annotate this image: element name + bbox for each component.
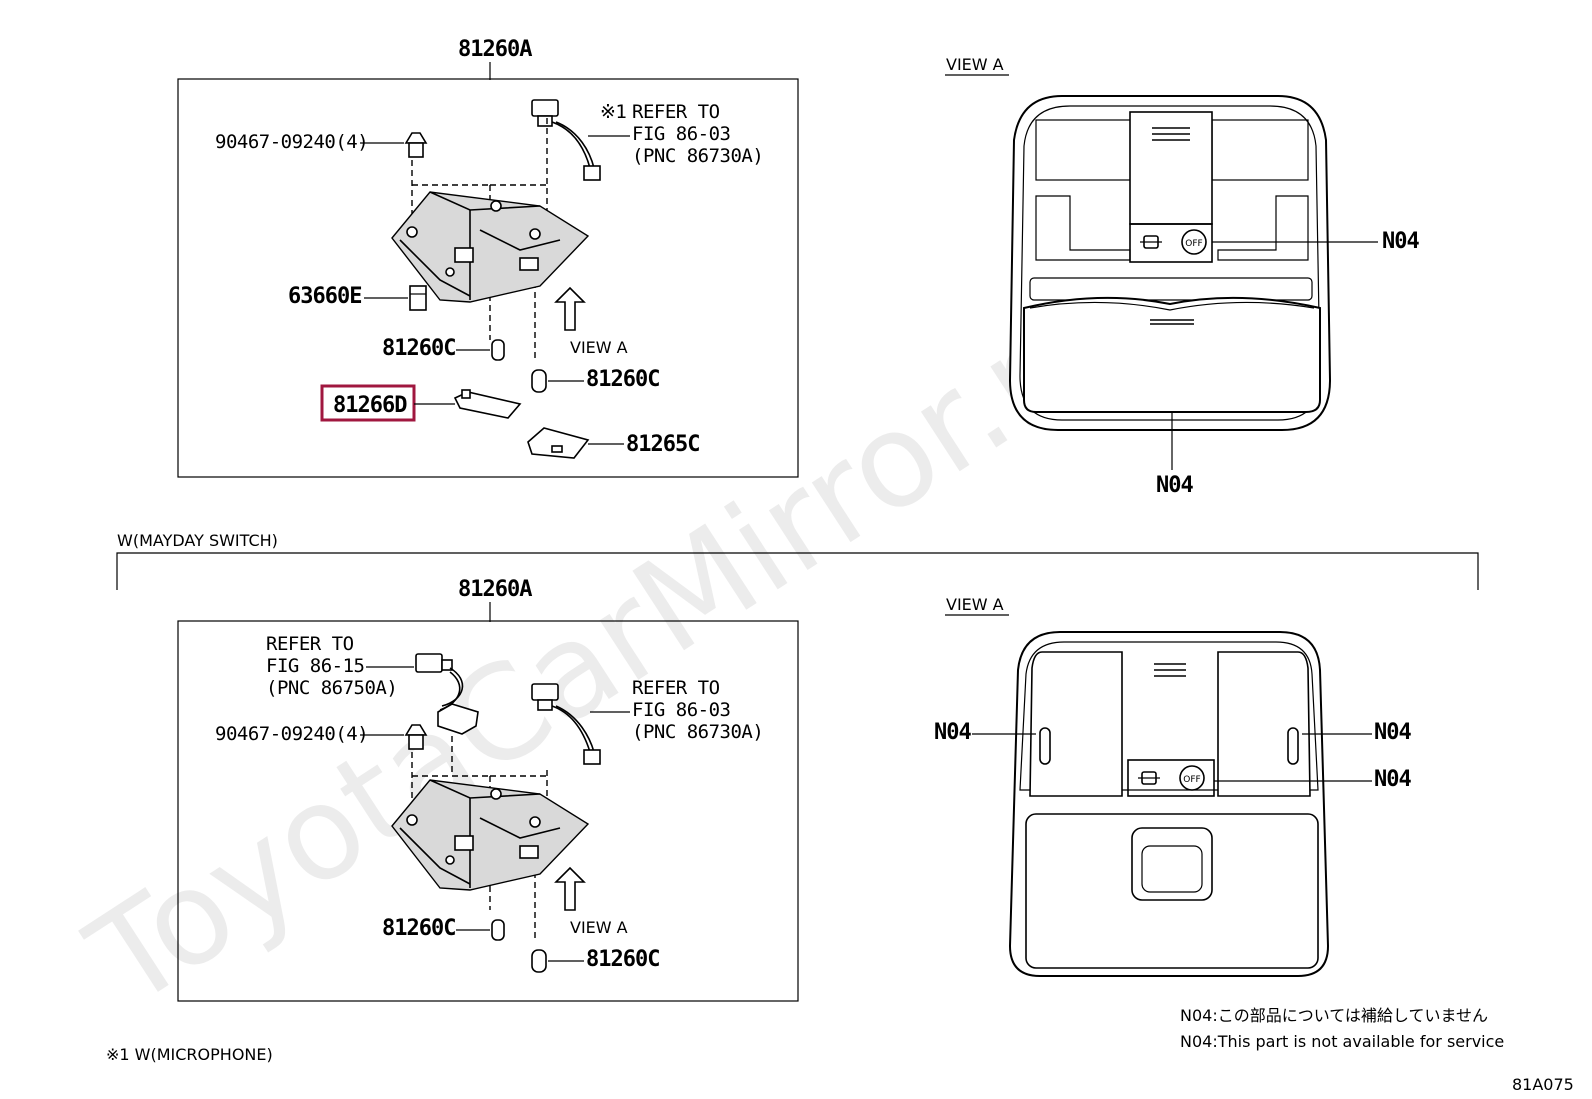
top-bulb-left-icon xyxy=(491,339,505,361)
top-refer-mark: ※1 xyxy=(600,101,626,123)
top-view-arrow xyxy=(554,286,586,331)
top-center-block xyxy=(1129,111,1213,225)
bottom-switch-panel xyxy=(1127,759,1215,797)
top-refer-line2: FIG 86-03 xyxy=(632,123,731,145)
top-assembly-label[interactable]: 81260A xyxy=(458,37,533,62)
bottom-refer-a-line3: (PNC 86750A) xyxy=(266,677,397,699)
bottom-right-lamp-icon xyxy=(1287,727,1299,765)
bottom-refer-b-line3: (PNC 86730A) xyxy=(632,721,763,743)
top-wire-harness xyxy=(531,99,601,181)
bottom-bulb-right-label[interactable]: 81260C xyxy=(586,947,660,972)
bottom-bulb-left-icon xyxy=(491,919,505,941)
bottom-screw-icon xyxy=(404,724,428,750)
bottom-mic-harness xyxy=(415,653,479,735)
top-screw-label[interactable]: 90467-09240(4) xyxy=(215,131,369,153)
bottom-left-label[interactable]: N04 xyxy=(934,720,972,745)
bottom-assembly-frame xyxy=(177,620,799,1002)
bottom-screw-label[interactable]: 90467-09240(4) xyxy=(215,723,369,745)
section-label: W(MAYDAY SWITCH) xyxy=(117,531,278,550)
bottom-wire-harness xyxy=(531,683,601,765)
footnote: ※1 W(MICROPHONE) xyxy=(106,1045,273,1064)
bottom-refer-b-line1: REFER TO xyxy=(632,677,720,699)
bottom-switch-label[interactable]: N04 xyxy=(1374,767,1412,792)
top-housing xyxy=(391,191,590,303)
bottom-bulb-right-icon xyxy=(531,949,547,973)
bottom-assembly: 81260A REFER TO FIG 86-15 (PNC 86750A) R… xyxy=(177,577,799,1002)
top-lens-label[interactable]: 81265C xyxy=(626,432,700,457)
note-english: N04:This part is not available for servi… xyxy=(1180,1032,1504,1051)
top-lid xyxy=(1023,296,1321,413)
top-highlight-box xyxy=(320,384,416,422)
top-clip-icon xyxy=(409,285,427,311)
top-bulb-left-label[interactable]: 81260C xyxy=(382,336,456,361)
top-refer-line3: (PNC 86730A) xyxy=(632,145,763,167)
top-assembly: 81260A ※1 REFER TO FIG 86-03 (PNC 86730A… xyxy=(177,37,799,478)
bottom-housing xyxy=(391,779,590,891)
note-japanese: N04:この部品については補給していません xyxy=(1180,1006,1488,1025)
top-view-title: VIEW A xyxy=(946,55,1004,74)
top-view-arrow-label: VIEW A xyxy=(570,338,628,357)
bottom-refer-a-line2: FIG 86-15 xyxy=(266,655,364,677)
figure-id: 81A075 xyxy=(1512,1075,1574,1094)
bottom-refer-b-line2: FIG 86-03 xyxy=(632,699,731,721)
bottom-right-panel xyxy=(1217,651,1311,797)
top-bulb-right-label[interactable]: 81260C xyxy=(586,367,660,392)
bottom-refer-a-line1: REFER TO xyxy=(266,633,354,655)
top-reflector-icon xyxy=(453,389,522,419)
bottom-off-button[interactable]: OFF xyxy=(1179,765,1205,791)
bottom-off-text: OFF xyxy=(1183,775,1200,785)
bottom-bulb-left-label[interactable]: 81260C xyxy=(382,916,456,941)
top-highlighted-label[interactable]: 81266D xyxy=(333,393,408,418)
section-bracket xyxy=(116,552,1479,590)
top-refer-line1: REFER TO xyxy=(632,101,720,123)
top-screw-icon xyxy=(404,132,428,158)
bottom-view-title: VIEW A xyxy=(946,595,1004,614)
top-view-a: VIEW A OFF N04 N04 xyxy=(945,55,1420,498)
top-light-switch-icon[interactable] xyxy=(1140,235,1162,249)
bottom-view-arrow-label: VIEW A xyxy=(570,918,628,937)
bottom-light-switch-icon[interactable] xyxy=(1138,771,1160,785)
top-lid-label[interactable]: N04 xyxy=(1156,473,1194,498)
bottom-assembly-label[interactable]: 81260A xyxy=(458,577,533,602)
top-switch-panel xyxy=(1129,223,1213,263)
bottom-left-lamp-icon xyxy=(1039,727,1051,765)
top-off-button[interactable]: OFF xyxy=(1181,229,1207,255)
bottom-view-a: VIEW A OFF N04 N04 N04 xyxy=(934,595,1412,977)
top-lens-icon xyxy=(527,427,590,459)
top-switch-label[interactable]: N04 xyxy=(1382,229,1420,254)
top-bulb-right-icon xyxy=(531,369,547,393)
bottom-left-panel xyxy=(1029,651,1123,797)
bottom-tray xyxy=(1025,813,1319,969)
top-clip-label[interactable]: 63660E xyxy=(288,284,362,309)
top-assembly-frame xyxy=(177,78,799,478)
top-off-text: OFF xyxy=(1185,239,1202,249)
bottom-view-arrow xyxy=(554,866,586,911)
bottom-right-label[interactable]: N04 xyxy=(1374,720,1412,745)
